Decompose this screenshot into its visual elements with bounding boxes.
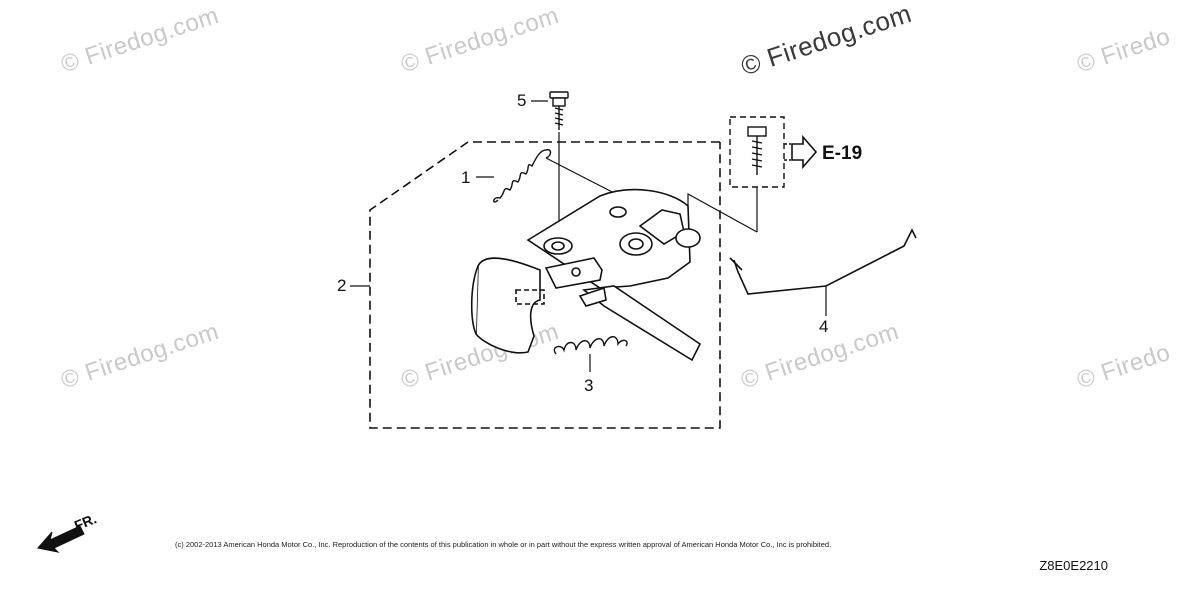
front-direction-arrow-icon [37, 525, 85, 553]
control-lever-icon [578, 285, 702, 362]
screw-box [687, 116, 785, 233]
diagram-code: Z8E0E2210 [1039, 558, 1108, 573]
spring-1-icon [476, 148, 621, 203]
reference-arrow-icon [784, 134, 818, 170]
spring-3-icon [553, 336, 628, 372]
cover-plate-icon [470, 257, 545, 354]
callout-1: 1 [461, 168, 471, 187]
governor-arm-icon [526, 188, 701, 289]
callout-2: 2 [337, 276, 347, 295]
callout-5: 5 [517, 91, 527, 110]
callout-3: 3 [584, 376, 594, 395]
assembly-outline [369, 141, 721, 429]
reference-label: E-19 [822, 143, 863, 164]
rod-4-icon [729, 228, 917, 316]
callout-4: 4 [819, 317, 829, 336]
copyright-notice: (c) 2002-2013 American Honda Motor Co., … [175, 540, 832, 549]
